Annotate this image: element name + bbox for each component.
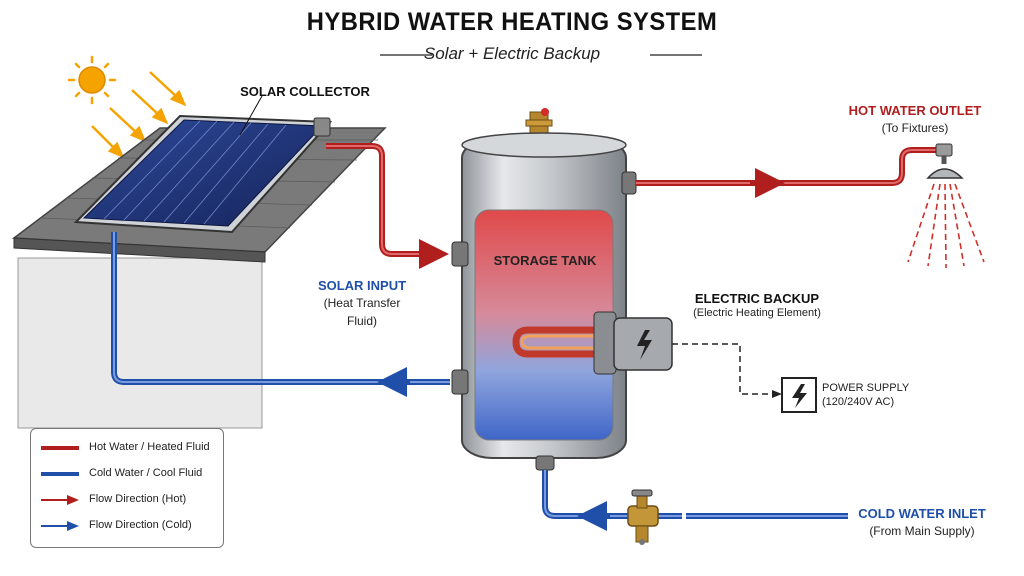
solar-input-label: SOLAR INPUT: [317, 278, 407, 293]
power-supply-icon: [781, 377, 817, 413]
sun-icon: [67, 55, 117, 105]
solar-collector-label: SOLAR COLLECTOR: [240, 84, 370, 99]
lightning-icon: [637, 330, 652, 360]
legend-label: Hot Water / Heated Fluid: [89, 441, 210, 453]
solar-cold-return-highlight: [113, 232, 450, 383]
diagram-title: HYBRID WATER HEATING SYSTEM: [306, 8, 718, 36]
hot-outlet-fitting: [621, 171, 637, 195]
hot-line-swatch: [41, 446, 79, 450]
hot-outlet-highlight: [636, 149, 940, 184]
shower-head-icon: [926, 143, 964, 179]
hot-water-outlet-label: HOT WATER OUTLET: [848, 103, 982, 118]
cold-inlet-highlight: [544, 470, 848, 517]
storage-tank-label: STORAGE TANK: [493, 253, 597, 268]
cold-inlet-fitting: [535, 455, 555, 471]
cold-inlet-pipe: [542, 470, 848, 519]
solar-input-sub-2: Fluid): [346, 314, 377, 328]
water-spray: [907, 183, 985, 269]
solar-collector-panel: [73, 95, 333, 234]
power-supply-sub: (120/240V AC): [822, 396, 895, 408]
legend-label: Flow Direction (Cold): [89, 519, 192, 531]
cold-line-swatch: [41, 472, 79, 476]
storage-tank: [451, 108, 637, 471]
sunray-arrows-icon: [91, 71, 187, 159]
hot-outlet-pipe: [636, 147, 940, 186]
legend-box: Hot Water / Heated Fluid Cold Water / Co…: [30, 428, 224, 548]
hot-arrow-icon: [41, 495, 79, 505]
cold-water-inlet-sub: (From Main Supply): [869, 524, 975, 538]
legend-item-cold-arrow: Flow Direction (Cold): [31, 516, 221, 536]
solar-inlet-fitting: [451, 241, 469, 267]
legend-item-hot-arrow: Flow Direction (Hot): [31, 490, 221, 510]
diagram-subtitle: Solar + Electric Backup: [423, 44, 601, 63]
solar-hot-pipe-highlight: [326, 145, 442, 255]
legend-item-cold-line: Cold Water / Cool Fluid: [31, 464, 221, 484]
power-supply-label: POWER SUPPLY: [822, 382, 910, 394]
inlet-valve-icon: [627, 489, 659, 545]
cold-arrow-icon: [41, 521, 79, 531]
heating-element: [512, 311, 673, 375]
power-wire: [672, 343, 780, 395]
solar-input-sub-1: (Heat Transfer: [323, 296, 401, 310]
legend-label: Flow Direction (Hot): [89, 493, 187, 505]
legend-label: Cold Water / Cool Fluid: [89, 467, 203, 479]
cold-water-inlet-label: COLD WATER INLET: [858, 506, 986, 521]
solar-outlet-fitting: [451, 369, 469, 395]
legend-item-hot-line: Hot Water / Heated Fluid: [31, 438, 221, 458]
electric-backup-sub: (Electric Heating Element): [693, 307, 821, 319]
electric-backup-label: ELECTRIC BACKUP: [694, 291, 820, 306]
hot-water-outlet-sub: (To Fixtures): [881, 121, 949, 135]
